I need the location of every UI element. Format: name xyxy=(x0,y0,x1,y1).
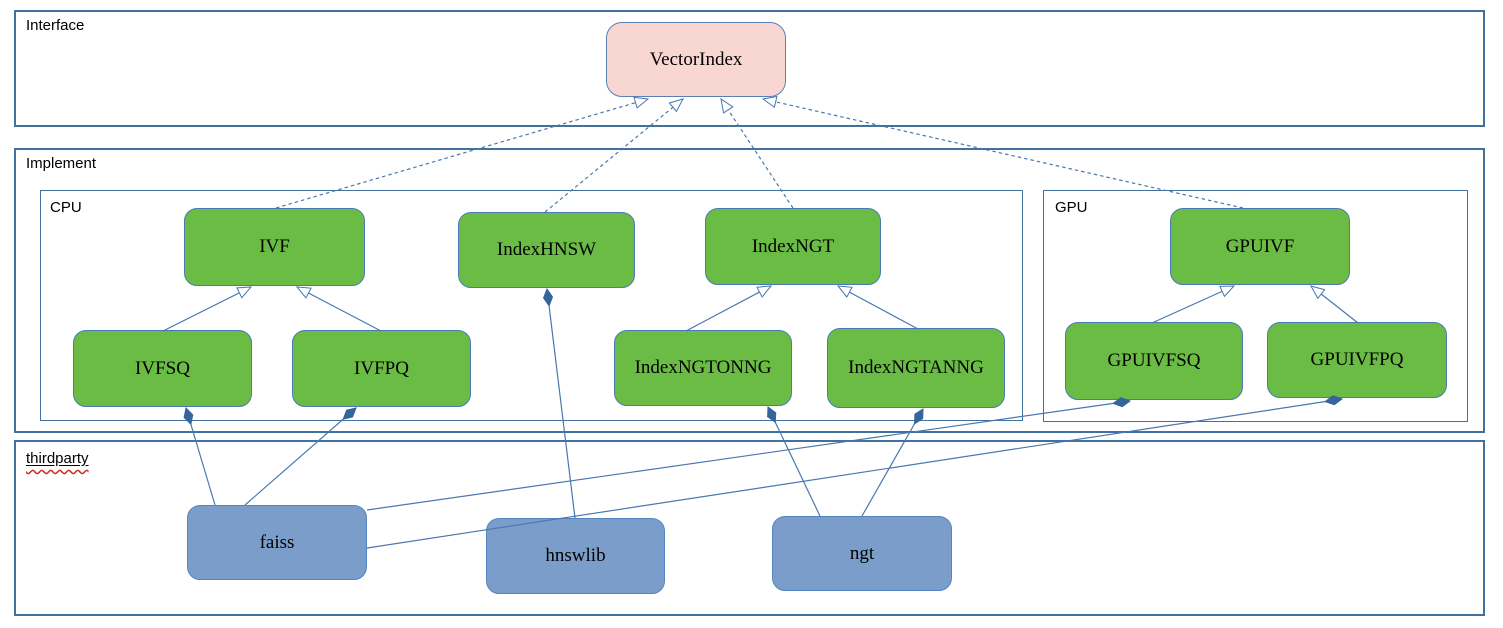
node-gpuivfsq[interactable]: GPUIVFSQ xyxy=(1065,322,1243,400)
node-ngt[interactable]: ngt xyxy=(772,516,952,591)
node-vectorindex[interactable]: VectorIndex xyxy=(606,22,786,97)
container-cpu-label: CPU xyxy=(50,199,82,216)
node-ivf-label: IVF xyxy=(259,236,290,257)
node-indexngt[interactable]: IndexNGT xyxy=(705,208,881,285)
node-gpuivfsq-label: GPUIVFSQ xyxy=(1107,350,1201,371)
node-indexngtanng[interactable]: IndexNGTANNG xyxy=(827,328,1005,408)
node-hnswlib-label: hnswlib xyxy=(545,545,606,566)
node-ngt-label: ngt xyxy=(849,542,875,564)
node-gpuivfpq[interactable]: GPUIVFPQ xyxy=(1267,322,1447,398)
node-gpuivf-label: GPUIVF xyxy=(1225,235,1295,257)
node-ivfpq[interactable]: IVFPQ xyxy=(292,330,471,407)
node-gpuivfpq-label: GPUIVFPQ xyxy=(1310,349,1404,370)
node-vectorindex-label: VectorIndex xyxy=(649,48,743,70)
container-interface-label: Interface xyxy=(26,17,85,34)
container-thirdparty-label-text: thirdparty xyxy=(26,450,89,467)
node-ivfsq-label: IVFSQ xyxy=(135,357,190,379)
node-indexngtanng-label: IndexNGTANNG xyxy=(848,357,984,378)
node-ivfsq[interactable]: IVFSQ xyxy=(73,330,252,407)
node-hnswlib[interactable]: hnswlib xyxy=(486,518,665,594)
node-ivfpq-label: IVFPQ xyxy=(354,357,409,379)
node-indexhnsw[interactable]: IndexHNSW xyxy=(458,212,635,288)
node-gpuivf[interactable]: GPUIVF xyxy=(1170,208,1350,285)
node-indexhnsw-label: IndexHNSW xyxy=(496,239,597,260)
container-implement-label: Implement xyxy=(26,155,97,172)
container-thirdparty-label: thirdparty xyxy=(26,450,89,468)
node-indexngtonng-label: IndexNGTONNG xyxy=(634,357,772,378)
node-ivf[interactable]: IVF xyxy=(184,208,365,286)
node-faiss-label: faiss xyxy=(259,531,295,553)
node-indexngtonng[interactable]: IndexNGTONNG xyxy=(614,330,792,406)
node-indexngt-label: IndexNGT xyxy=(751,235,835,257)
node-faiss[interactable]: faiss xyxy=(187,505,367,580)
